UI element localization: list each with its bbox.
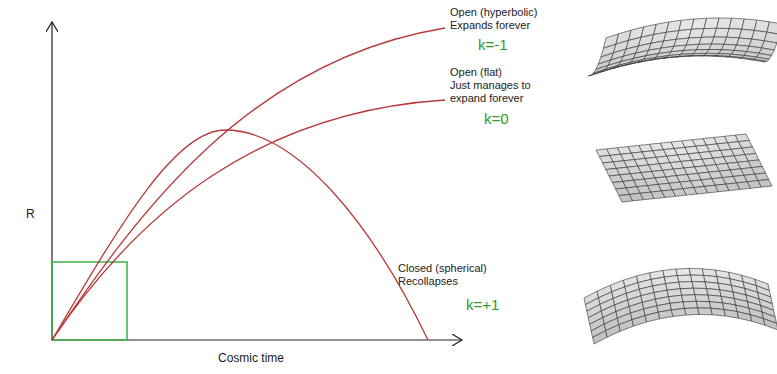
mesh-cell	[683, 301, 698, 308]
mesh-cell	[751, 59, 766, 62]
mesh-cell	[692, 282, 707, 289]
mesh-cell	[658, 310, 673, 319]
mesh-cell	[691, 275, 706, 282]
mesh-cell	[724, 310, 739, 319]
mesh-cell	[679, 282, 694, 289]
mesh-cell	[695, 295, 710, 302]
flat-curve	[52, 100, 445, 340]
curve-label: Recollapses	[398, 275, 458, 288]
mesh-cell	[763, 319, 777, 330]
axis-label: Cosmic time	[218, 352, 284, 365]
mesh-cell	[632, 316, 647, 327]
mesh-cell	[696, 301, 711, 308]
mesh-cell	[671, 308, 686, 316]
early-universe-box	[52, 262, 127, 340]
curve-label: Open (flat)	[450, 66, 502, 79]
curve-label: Just manages to	[450, 79, 531, 92]
curvature-value: k=+1	[466, 296, 499, 313]
curve-label: Closed (spherical)	[398, 262, 487, 275]
mesh-cell	[593, 331, 608, 344]
mesh-cell	[689, 268, 704, 275]
curve-label: Expands forever	[450, 19, 530, 32]
curve-label: expand forever	[450, 92, 523, 105]
mesh-cell	[693, 288, 708, 295]
mesh-cell	[685, 308, 700, 315]
curve-label: Open (hyperbolic)	[450, 6, 537, 19]
axis-label: R	[26, 208, 35, 221]
mesh-cell	[750, 315, 765, 326]
mesh-cell	[677, 275, 692, 282]
hyperbolic-curve	[52, 28, 445, 340]
geometry-surfaces	[584, 18, 777, 344]
mesh-cell	[619, 320, 634, 332]
curvature-value: k=-1	[478, 36, 508, 53]
mesh-cell	[606, 325, 621, 338]
mesh-cell	[711, 308, 726, 316]
mesh-cell	[737, 312, 752, 322]
mesh-cell	[645, 312, 660, 322]
mesh-cell	[680, 288, 695, 295]
curvature-value: k=0	[484, 110, 509, 127]
closed-curve	[52, 130, 428, 340]
mesh-cell	[758, 180, 772, 188]
mesh-cell	[682, 295, 697, 302]
mesh-cell	[676, 268, 691, 275]
mesh-cell	[698, 308, 713, 315]
